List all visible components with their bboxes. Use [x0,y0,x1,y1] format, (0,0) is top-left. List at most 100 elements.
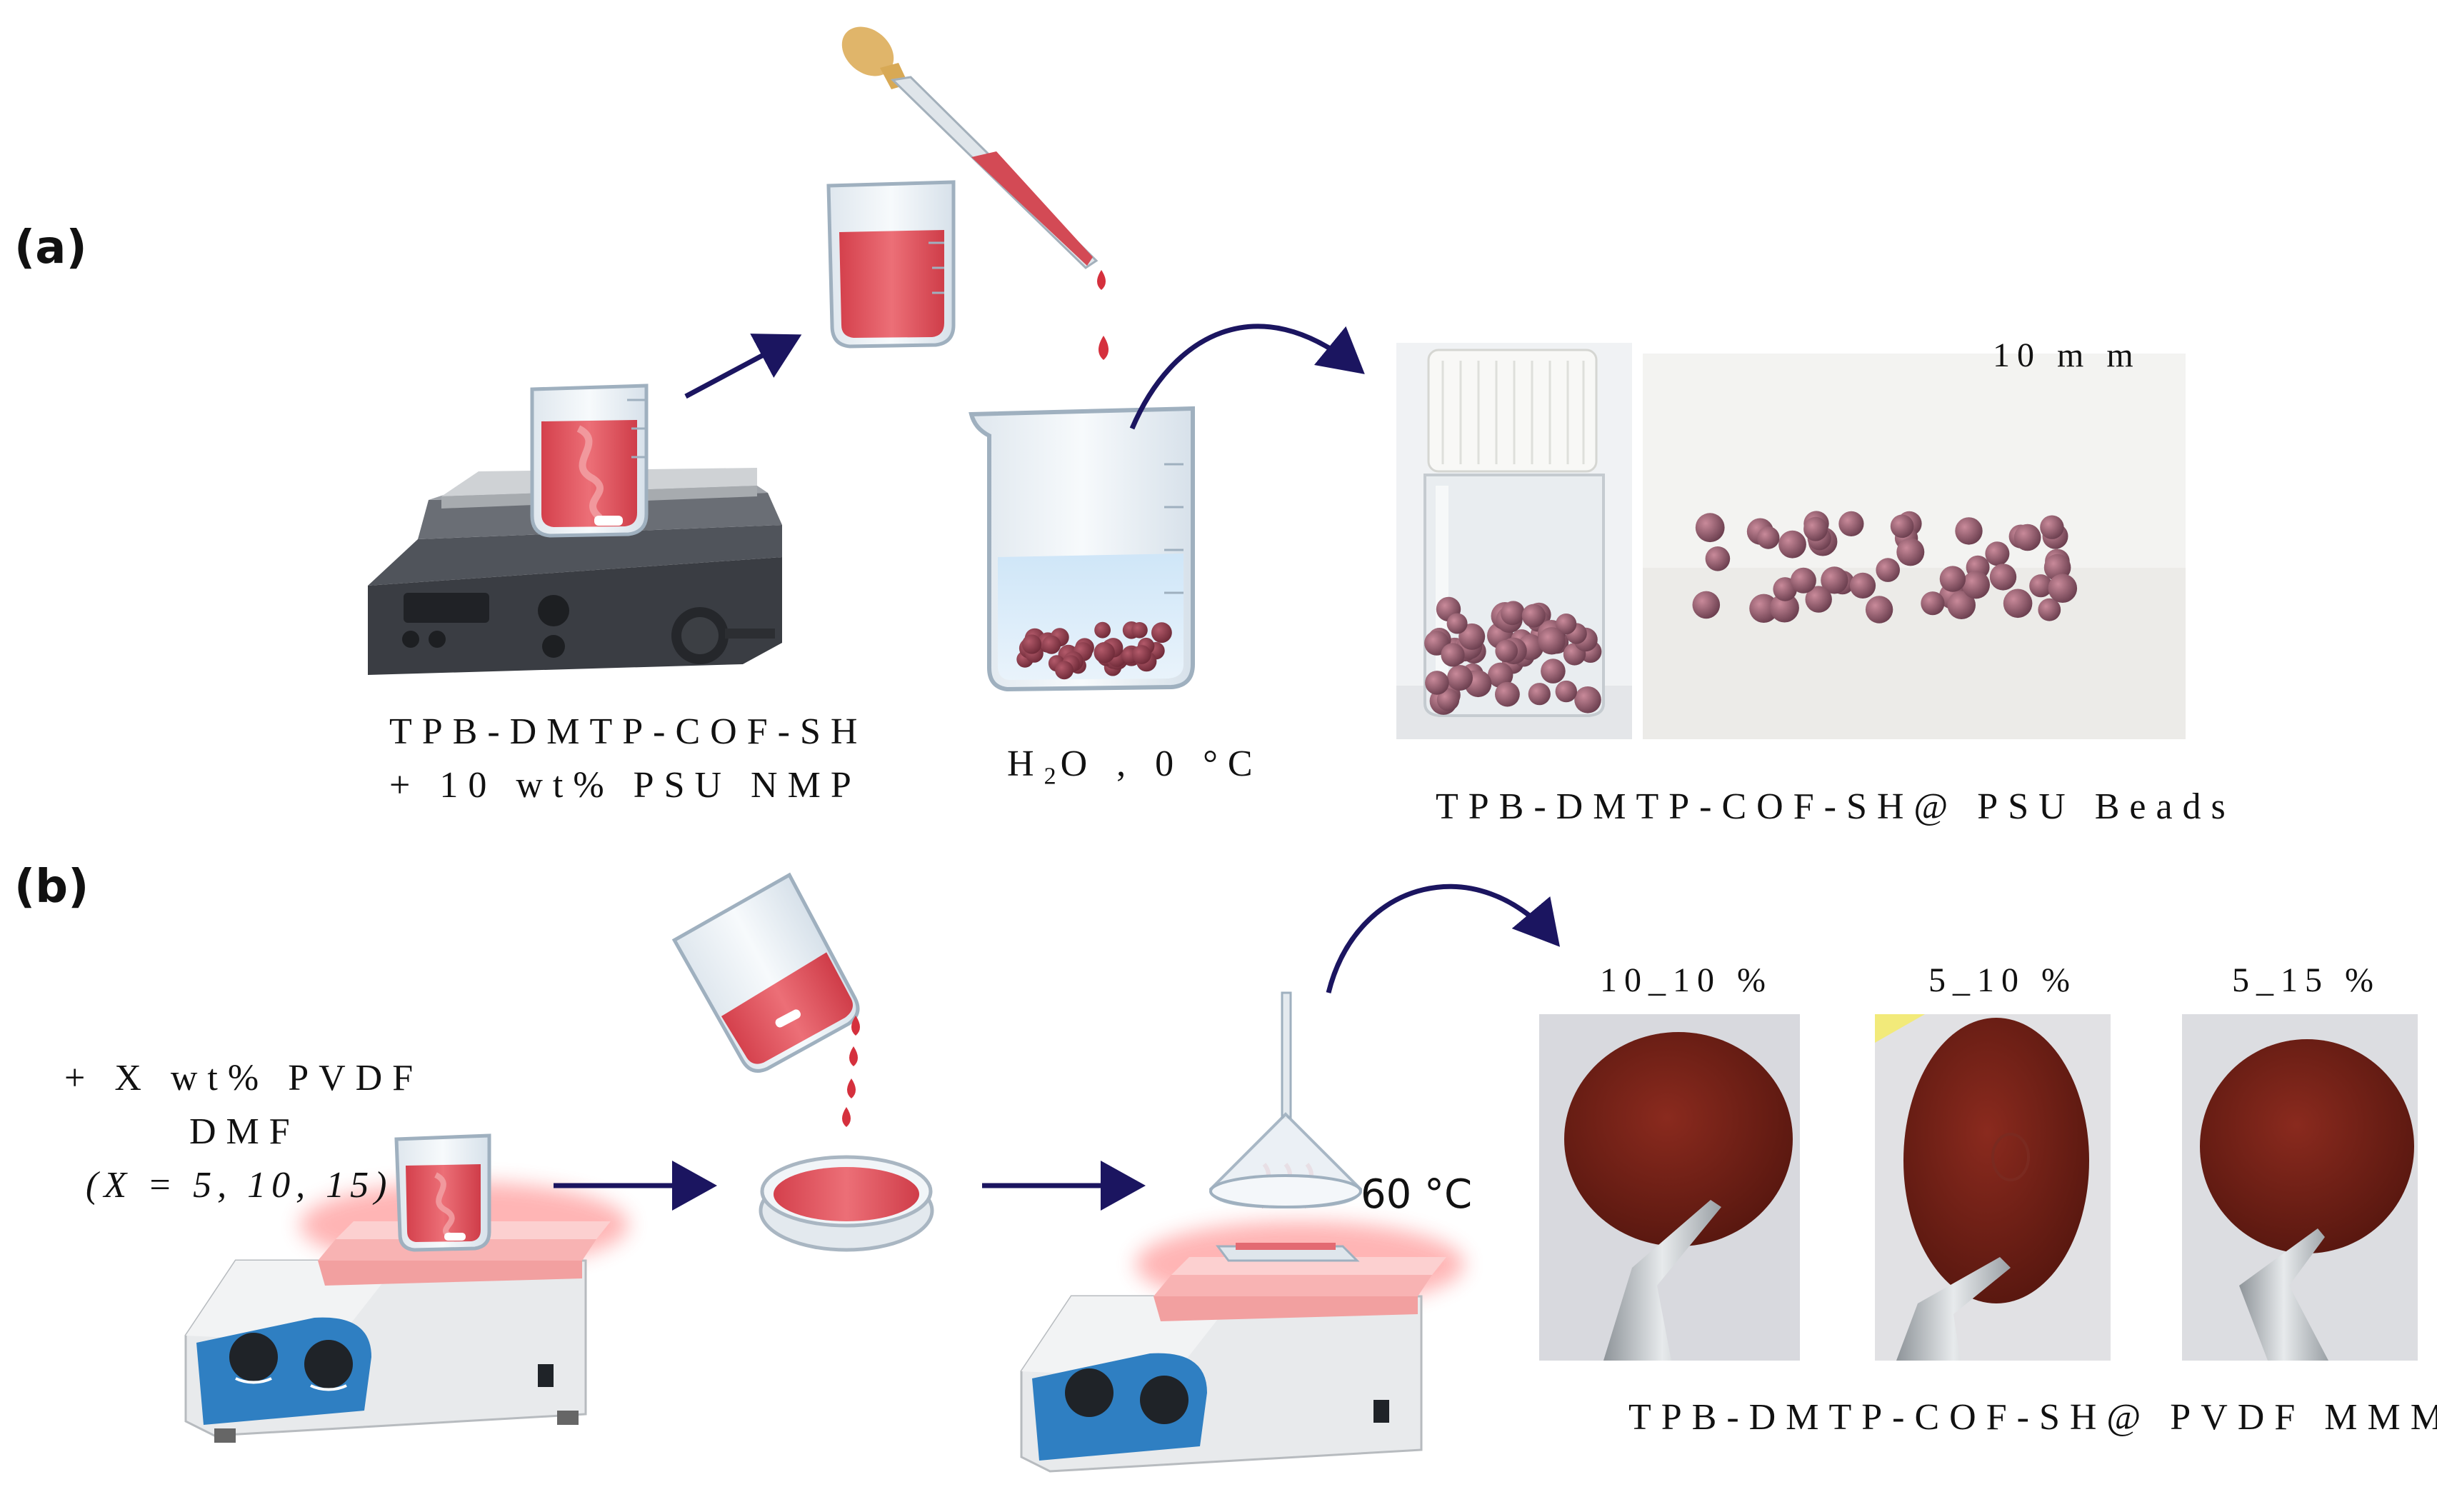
bead-icon [1778,530,1806,559]
bead-icon [1890,514,1914,539]
bead-icon [1695,513,1725,543]
bead-icon [1803,516,1828,541]
bead-icon [1896,538,1925,566]
membrane-label-10-10: 10_10 % [1600,961,1773,999]
bead-icon [1446,613,1468,634]
bead-icon [1447,665,1473,691]
arrow-b3 [1326,883,1561,993]
bead-icon [1821,566,1848,594]
a-step2-caption: H2O , 0 °C [1007,744,1263,790]
knob-icon [304,1340,353,1388]
bead-icon [1495,681,1520,707]
beaker-pouring-b [671,872,860,1073]
bead-icon [1541,659,1566,684]
bead-icon [2040,515,2064,539]
bead-icon [2013,524,2041,551]
bead-icon [1151,622,1172,644]
bead-icon [1849,572,1876,599]
petri-dish-b [759,1155,934,1252]
knob-icon [229,1333,278,1381]
bead-icon [1756,526,1780,549]
bead-icon [1441,643,1465,667]
power-switch-icon [1373,1400,1389,1423]
beaker-water-a [969,406,1195,692]
b-step1-caption-line2: DMF [189,1111,300,1152]
beads-photo [1643,354,2186,739]
bead-icon [1521,604,1546,628]
membrane-photo-5-10 [1875,1014,2111,1361]
beaker-red-a [826,180,956,349]
knob-icon [1140,1376,1189,1424]
bead-icon [2038,598,2061,621]
power-switch-icon [538,1364,554,1387]
a-result-caption: TPB-DMTP-COF-SH@ PSU Beads [1436,786,2236,827]
hotplate-stirrer-a [368,468,782,675]
beaker-stirring-b [394,1133,491,1252]
bead-icon [1132,645,1151,664]
panel-label-b: (b) [14,861,89,913]
bead-icon [1692,591,1721,619]
bead-icon [1985,541,2010,566]
bead-icon [1488,662,1513,688]
bead-icon [1770,593,1799,623]
bead-icon [1805,586,1832,613]
bead-icon [2003,589,2033,619]
a-step1-caption-line2: + 10 wt% PSU NMP [389,765,861,806]
bead-icon [1458,623,1486,650]
glass-plate-b [1216,1243,1360,1262]
bead-icon [1556,614,1577,635]
bead-icon [1749,594,1778,623]
scale-bar-label: 10 m m [1993,336,2141,374]
knob-icon [1065,1368,1114,1417]
bead-icon [1094,621,1111,639]
funnel-icon [1209,991,1363,1209]
bead-icon [1094,642,1115,664]
bead-icon [1042,635,1061,654]
bead-icon [1021,634,1042,654]
bead-icon [1574,686,1601,714]
bead-icon [1436,689,1460,711]
membrane-label-5-10: 5_10 % [1928,961,2077,999]
display-icon [404,593,489,623]
b-step1-caption-line3: (X = 5, 10, 15) [86,1165,393,1206]
bead-icon [1055,661,1074,680]
bead-icon [1538,627,1566,655]
bead-icon [1838,511,1864,536]
bead-icon [2048,574,2078,603]
bead-icon [1989,564,2017,591]
bead-icon [1425,671,1449,695]
arrow-a1 [684,334,802,399]
bead-icon [1962,571,1990,599]
stir-bar-icon [594,516,623,526]
bead-icon [2029,574,2053,598]
pipette-icon [841,26,1099,269]
membrane-photo-5-15 [2182,1014,2418,1361]
b-result-caption: TPB-DMTP-COF-SH@ PVDF MMM [1628,1397,2437,1438]
hotplate-b-right [1020,1221,1464,1473]
vial-photo [1396,343,1632,739]
b-step1-caption-line1: + X wt% PVDF [64,1058,424,1098]
bead-icon [1131,622,1148,639]
bead-icon [1955,517,1983,545]
bead-icon [1921,591,1945,616]
arrow-a2 [1129,324,1365,430]
bead-icon [1501,601,1524,626]
membrane-photo-10-10 [1539,1014,1800,1361]
bead-icon [1939,566,1966,592]
droplets-b [842,1016,860,1127]
bead-icon [1555,680,1577,703]
bead-icon [1790,567,1816,594]
beaker-stirring-a [530,384,649,538]
panel-label-a: (a) [14,221,87,274]
temperature-label: 60 °C [1361,1171,1473,1218]
a-step1-caption-line1: TPB-DMTP-COF-SH [389,711,868,752]
bead-icon [1876,558,1900,582]
bead-icon [1865,596,1893,624]
bead-icon [1947,591,1976,619]
bead-icon [1705,546,1731,571]
membrane-label-5-15: 5_15 % [2232,961,2381,999]
bead-icon [1495,639,1518,663]
bead-icon [1528,683,1551,706]
